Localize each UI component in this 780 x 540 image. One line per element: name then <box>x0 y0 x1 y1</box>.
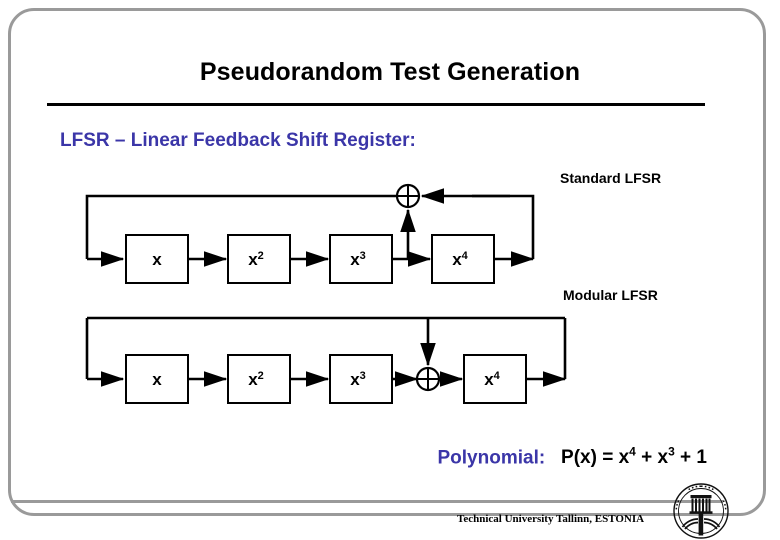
stage-box-4 <box>463 354 527 404</box>
stage-box-4 <box>431 234 495 284</box>
polynomial-value: P(x) = x4 + x3 + 1 <box>550 445 707 469</box>
xor-gate-modular <box>415 366 441 392</box>
polynomial-mid: + x <box>635 447 669 469</box>
label-modular-lfsr: Modular LFSR <box>563 287 658 303</box>
polynomial-tail: + 1 <box>674 447 707 469</box>
wire-feedback-rail-standard <box>85 194 408 259</box>
stage-box-3 <box>329 354 393 404</box>
stage-label-1: x <box>152 370 162 389</box>
stage-label-1: x <box>152 250 162 269</box>
polynomial-lhs: P(x) = x <box>561 447 630 469</box>
polynomial-exp-1: 4 <box>629 445 636 459</box>
polynomial-line: Polynomial: P(x) = x4 + x3 + 1 <box>0 445 780 469</box>
polynomial-exp-2: 3 <box>668 445 675 459</box>
polynomial-key: Polynomial: <box>437 447 546 469</box>
footer-divider <box>11 500 723 503</box>
subtitle-lfsr: LFSR – Linear Feedback Shift Register: <box>60 130 416 151</box>
label-standard-lfsr: Standard LFSR <box>560 170 662 186</box>
stage-box-2 <box>227 354 291 404</box>
footer-institution: Technical University Tallinn, ESTONIA <box>457 513 645 525</box>
diagram-modular-lfsr: x x2 x3 x4 <box>85 316 567 404</box>
xor-gate-standard <box>395 183 421 209</box>
stage-box-1 <box>125 234 189 284</box>
stage-box-2 <box>227 234 291 284</box>
university-seal-logo <box>673 483 729 539</box>
title-divider <box>47 103 705 106</box>
diagram-standard-lfsr: x x2 x3 x4 <box>85 183 535 284</box>
page-title: Pseudorandom Test Generation <box>199 58 581 86</box>
stage-box-1 <box>125 354 189 404</box>
stage-box-3 <box>329 234 393 284</box>
